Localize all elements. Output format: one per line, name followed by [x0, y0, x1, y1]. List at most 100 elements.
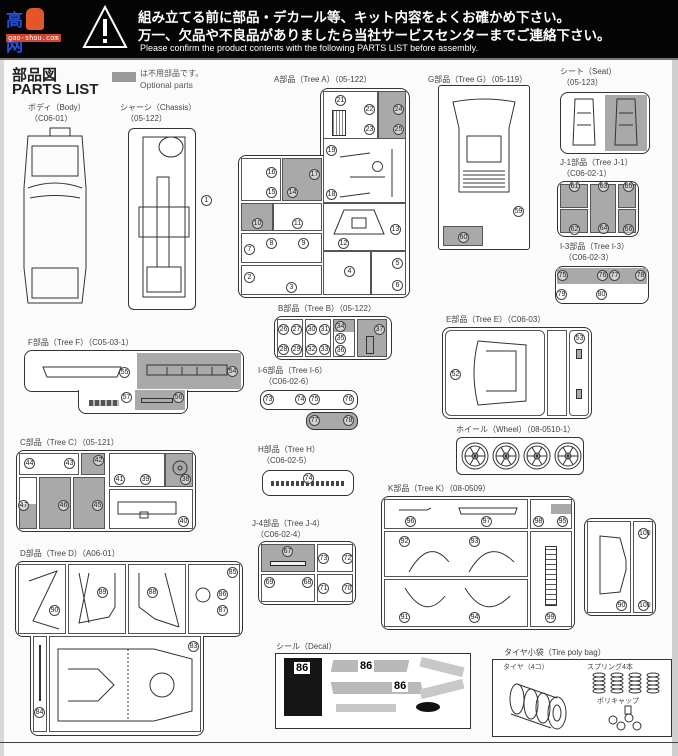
legend-swatch [112, 72, 136, 82]
part-number: 35 [335, 333, 346, 344]
decal-stripe [419, 678, 465, 700]
part-number: 99 [545, 612, 556, 623]
tree-j4-frame: 67 73 72 69 68 71 70 [258, 541, 356, 605]
tire-label: タイヤ（4コ） [503, 664, 549, 671]
seat-code: （05-123） [562, 78, 603, 87]
part-number: 76 [343, 394, 354, 405]
part-number: 21 [335, 95, 346, 106]
part-number: 54 [227, 366, 238, 377]
part-number: 83 [188, 641, 199, 652]
bottom-divider [0, 742, 678, 743]
tree-b-cell: 34 35 36 [333, 319, 355, 357]
tree-d-cell-rod: 84 [33, 636, 47, 732]
tire-drawing [509, 683, 567, 730]
tree-b-cell-optional: 37 [357, 319, 387, 357]
part-number [372, 161, 383, 172]
chassis-frame: 1 [128, 128, 212, 310]
tree-h-label: H部品（Tree H） [258, 445, 320, 454]
race-number: 86 [294, 662, 311, 674]
tree-d-label: D部品（Tree D）（A06-01） [20, 549, 120, 558]
part-number: 97 [481, 516, 492, 527]
decal-logo [416, 702, 440, 712]
tree-i6-code: （C06-02-6） [264, 377, 314, 386]
tree-i6-frame: 73 74 75 76 [260, 390, 358, 410]
part-number: 74 [295, 394, 306, 405]
header-line-2: 万一、欠品や不良品がありましたら当社サービスセンターまでご連絡下さい。 [138, 28, 611, 44]
tree-d-cell: 85 86 87 [188, 564, 240, 634]
tree-a-cell-pins: 5 6 [371, 251, 406, 295]
part-number: 14 [287, 187, 298, 198]
tree-a-cell-strip: 11 [273, 203, 322, 231]
interior-tub-drawing [452, 98, 516, 193]
part-number: 57 [121, 392, 132, 403]
part-number: 75 [557, 270, 568, 281]
wheel-icon [461, 442, 489, 470]
decal-stripe [419, 656, 465, 678]
part-number: 79 [556, 289, 567, 300]
part-number: 26 [278, 324, 289, 335]
legend-text-en: Optional parts [140, 80, 193, 90]
part-number: 41 [114, 474, 125, 485]
part-number: 88 [147, 587, 158, 598]
part-number: 59 [513, 206, 524, 217]
part-number: 11 [292, 218, 303, 229]
tree-f-frame: 54 55 [24, 350, 244, 392]
tree-a-cell-optional-3: 10 [241, 203, 273, 231]
seat-drawing [572, 98, 596, 146]
tree-j4-cell: 71 70 [317, 574, 353, 602]
part-number: 44 [24, 458, 35, 469]
part-number: 19 [326, 145, 337, 156]
part-number: 1 [201, 195, 212, 206]
disc-drawing [195, 587, 211, 603]
part-number: 90 [616, 600, 627, 611]
tree-j1-cell: 62 [560, 209, 588, 235]
part-number: 22 [364, 104, 375, 115]
polycaps-drawing [608, 705, 642, 731]
tree-c-cell-optional: 45 [73, 477, 105, 529]
tree-j1-label: J-1部品（Tree J-1） [560, 158, 633, 167]
tree-e-cell-light: 53 [569, 330, 589, 416]
site-logo: 高 网 gao-shou.com [6, 6, 70, 56]
legend-text-jp: は不用部品です。 [140, 69, 204, 78]
part-number: 3 [286, 282, 297, 293]
tree-a-cell-tierods: 2 3 [241, 265, 322, 295]
logo-url: gao-shou.com [6, 34, 61, 42]
part-number: 72 [342, 553, 353, 564]
hood-drawing [473, 340, 527, 406]
part-number: 71 [318, 583, 329, 594]
part-number: 46 [58, 500, 69, 511]
dashboard-drawing [117, 501, 177, 519]
tree-c-cell-optional: 46 [39, 477, 71, 529]
roll-bar-drawing [78, 572, 116, 624]
part-number: 53 [574, 333, 585, 344]
part-number: 86 [217, 589, 228, 600]
tree-k-cell-aux: 90 [587, 521, 631, 613]
tree-c-cell: 41 39 [109, 453, 165, 487]
part-number: 68 [302, 577, 313, 588]
part-number: 74 [303, 473, 314, 484]
part-number: 60 [458, 232, 469, 243]
tree-d-cell: 88 [128, 564, 186, 634]
tree-h-frame: 74 [262, 470, 354, 496]
tree-k-cell-rails: 96 97 [384, 499, 528, 529]
thumb-icon [26, 8, 44, 30]
tree-c-label: C部品（Tree C）（05-121） [20, 438, 119, 447]
part-shape [576, 349, 582, 359]
part-number: 33 [319, 344, 330, 355]
tree-d-cell: 89 [68, 564, 126, 634]
part-number: 10 [252, 218, 263, 229]
tree-e-cell-spacer [547, 330, 567, 416]
part-shape [366, 336, 374, 354]
part-number: 66 [623, 224, 634, 235]
tree-a-cell-engine: 12 13 [323, 203, 406, 251]
part-number: 31 [319, 324, 330, 335]
tree-b-frame: 26 27 28 29 30 31 32 33 34 35 36 37 [274, 316, 392, 360]
tree-i3-code: （C06-02-3） [564, 253, 614, 262]
tree-b-cell: 30 31 32 33 [305, 319, 331, 357]
wing-drawing [599, 535, 627, 595]
grille-drawing [146, 364, 228, 376]
part-number: 32 [306, 344, 317, 355]
tree-j4-cell-optional: 67 [261, 544, 315, 572]
part-number: 64 [598, 223, 609, 234]
tree-a-label: A部品（Tree A）（05-122） [274, 75, 372, 84]
